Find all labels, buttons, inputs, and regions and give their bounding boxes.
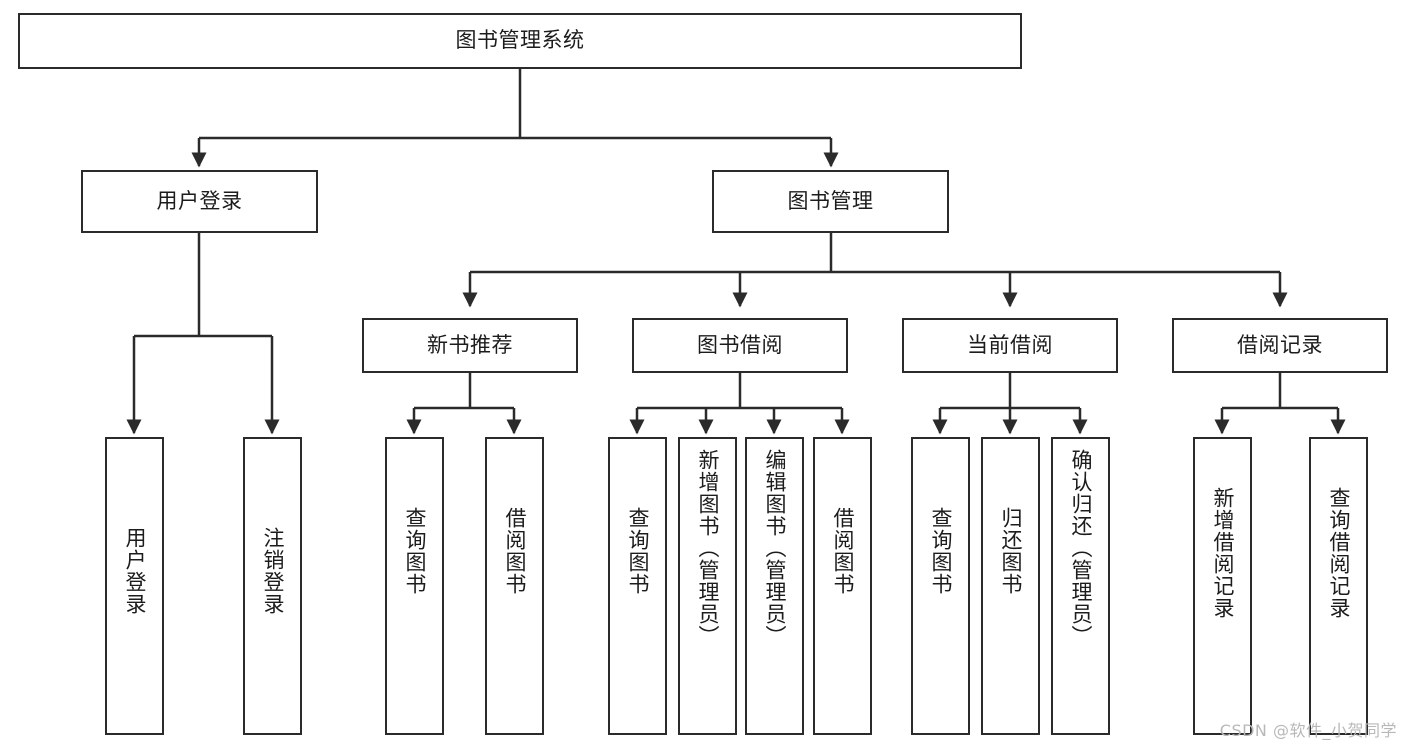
node-label: 用户登录	[156, 188, 243, 213]
node-leaf-current-borrow-query[interactable]: 查询图书	[911, 437, 970, 735]
node-label: 确认归还（管理员）	[1069, 449, 1093, 647]
node-leaf-book-borrow-lend[interactable]: 借阅图书	[813, 437, 872, 735]
node-label: 新增借阅记录	[1211, 487, 1235, 619]
node-leaf-new-book-query[interactable]: 查询图书	[385, 437, 444, 735]
node-label: 图书管理系统	[455, 28, 585, 53]
node-label: 查询图书	[626, 507, 650, 595]
node-label: 借阅记录	[1237, 332, 1323, 357]
node-leaf-book-borrow-add[interactable]: 新增图书（管理员）	[678, 437, 737, 735]
node-label: 查询图书	[403, 507, 427, 595]
node-label: 查询图书	[929, 507, 953, 595]
node-label: 当前借阅	[967, 332, 1053, 357]
node-leaf-book-borrow-edit[interactable]: 编辑图书（管理员）	[745, 437, 804, 735]
node-leaf-new-book-borrow[interactable]: 借阅图书	[485, 437, 544, 735]
node-label: 图书借阅	[697, 332, 783, 357]
node-leaf-borrow-record-query[interactable]: 查询借阅记录	[1309, 437, 1368, 735]
node-label: 编辑图书（管理员）	[763, 449, 787, 647]
node-label: 借阅图书	[503, 507, 527, 595]
node-leaf-current-borrow-confirm-return[interactable]: 确认归还（管理员）	[1051, 437, 1110, 735]
node-leaf-user-login-signin[interactable]: 用户登录	[105, 437, 164, 735]
node-book-management[interactable]: 图书管理	[712, 170, 949, 233]
node-label: 新增图书（管理员）	[696, 449, 720, 647]
node-user-login[interactable]: 用户登录	[81, 170, 318, 233]
node-root-book-management-system[interactable]: 图书管理系统	[18, 13, 1022, 69]
node-label: 查询借阅记录	[1327, 487, 1351, 619]
node-borrow-record[interactable]: 借阅记录	[1172, 318, 1388, 373]
node-label: 新书推荐	[427, 332, 513, 357]
node-leaf-borrow-record-add[interactable]: 新增借阅记录	[1193, 437, 1252, 735]
node-leaf-book-borrow-query[interactable]: 查询图书	[608, 437, 667, 735]
node-leaf-current-borrow-return[interactable]: 归还图书	[981, 437, 1040, 735]
node-label: 图书管理	[787, 188, 874, 213]
node-label: 用户登录	[123, 527, 147, 615]
node-label: 归还图书	[999, 507, 1023, 595]
node-label: 借阅图书	[831, 507, 855, 595]
node-new-book-recommend[interactable]: 新书推荐	[362, 318, 578, 373]
watermark: CSDN @软件_小贺同学	[1219, 721, 1397, 740]
node-label: 注销登录	[261, 527, 285, 615]
node-leaf-user-login-signout[interactable]: 注销登录	[243, 437, 302, 735]
node-book-borrow[interactable]: 图书借阅	[632, 318, 848, 373]
node-current-borrow[interactable]: 当前借阅	[902, 318, 1118, 373]
